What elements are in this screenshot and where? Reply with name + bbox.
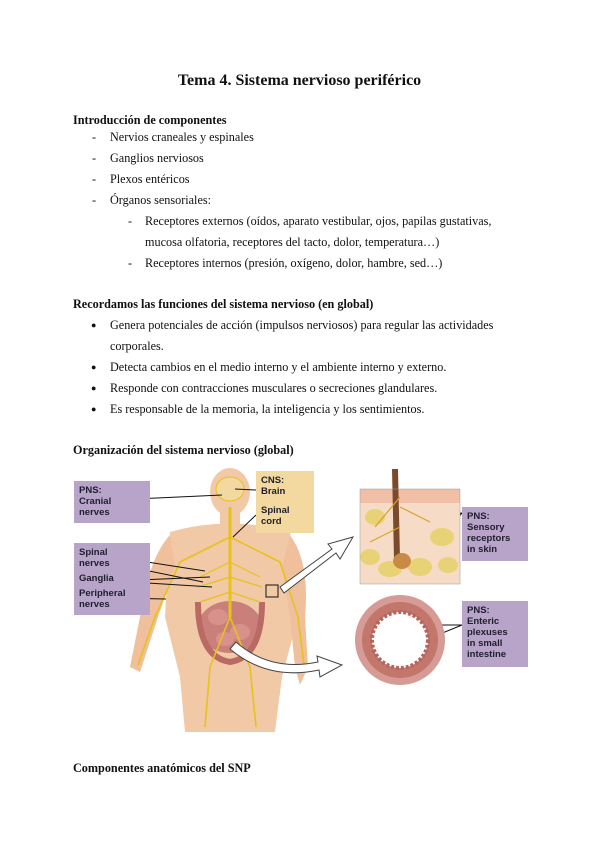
label-line: nerves xyxy=(79,599,110,610)
bullet-icon: ● xyxy=(91,383,97,393)
pns-cranial-label: PNS: Cranial nerves xyxy=(74,481,150,523)
pns-sensory-receptors-label: PNS: Sensory receptors in skin xyxy=(462,507,528,561)
list-item: Ganglios nerviosos xyxy=(110,151,204,165)
label-line: cord xyxy=(261,516,282,527)
label-line: Ganglia xyxy=(79,573,114,584)
arrow-to-intestine xyxy=(229,641,344,678)
bullet-item-continuation: corporales. xyxy=(110,339,164,353)
bullet-item: Es responsable de la memoria, la intelig… xyxy=(110,402,425,416)
section-heading-anatomical-components: Componentes anatómicos del SNP xyxy=(73,761,251,775)
label-line: receptors xyxy=(467,533,511,544)
bullet-item: Responde con contracciones musculares o … xyxy=(110,381,438,395)
bullet-item: Genera potenciales de acción (impulsos n… xyxy=(110,318,494,332)
sub-list-item-continuation: mucosa olfatoria, receptores del tacto, … xyxy=(145,235,440,249)
label-line: PNS: xyxy=(467,605,490,616)
bullet-icon: ● xyxy=(91,404,97,414)
label-line: Spinal xyxy=(261,505,290,516)
cns-brain-spinal-cord-label: CNS: Brain Spinal cord xyxy=(256,471,314,533)
label-line: Cranial xyxy=(79,496,112,507)
section-heading-intro: Introducción de componentes xyxy=(73,113,227,127)
human-body-illustration xyxy=(130,468,308,732)
label-line: nerves xyxy=(79,558,110,569)
label-line: plexuses xyxy=(467,627,508,638)
label-line: nerves xyxy=(79,507,110,518)
list-item: Órganos sensoriales: xyxy=(110,193,211,207)
section-heading-organization: Organización del sistema nervioso (globa… xyxy=(73,443,294,457)
document-title: Tema 4. Sistema nervioso periférico xyxy=(177,72,422,89)
nervous-system-figure: PNS: Cranial nerves Spinal nerves Gangli… xyxy=(70,467,530,732)
pns-spinal-ganglia-label: Spinal nerves Ganglia Peripheral nerves xyxy=(74,543,150,615)
label-line: in skin xyxy=(467,544,498,555)
arrow-to-skin xyxy=(279,536,355,594)
label-line: Brain xyxy=(261,486,286,497)
label-line: PNS: xyxy=(79,485,102,496)
dash-marker: - xyxy=(128,256,133,270)
label-line: CNS: xyxy=(261,475,285,486)
label-spacer xyxy=(261,497,309,505)
dash-marker: - xyxy=(92,130,97,144)
dash-marker: - xyxy=(92,151,97,165)
section-heading-functions: Recordamos las funciones del sistema ner… xyxy=(73,297,374,311)
intestine-cross-section xyxy=(355,595,445,685)
dash-marker: - xyxy=(92,193,97,207)
label-line: Peripheral xyxy=(79,588,126,599)
bullet-icon: ● xyxy=(91,320,97,330)
dash-marker: - xyxy=(128,214,133,228)
sub-list-item: Receptores internos (presión, oxígeno, d… xyxy=(145,256,443,270)
label-line: Sensory xyxy=(467,522,505,533)
sub-list-item: Receptores externos (oídos, aparato vest… xyxy=(145,214,492,228)
anatomy-illustration xyxy=(113,468,463,732)
list-item: Nervios craneales y espinales xyxy=(110,130,254,144)
bullet-item: Detecta cambios en el medio interno y el… xyxy=(110,360,447,374)
list-item: Plexos entéricos xyxy=(110,172,190,186)
label-line: intestine xyxy=(467,649,507,660)
skin-cross-section xyxy=(359,469,461,585)
bullet-icon: ● xyxy=(91,362,97,372)
dash-marker: - xyxy=(92,172,97,186)
label-line: in small xyxy=(467,638,503,649)
label-line: PNS: xyxy=(467,511,490,522)
label-line: Spinal xyxy=(79,547,108,558)
pns-enteric-plexuses-label: PNS: Enteric plexuses in small intestine xyxy=(462,601,528,667)
label-line: Enteric xyxy=(467,616,500,627)
